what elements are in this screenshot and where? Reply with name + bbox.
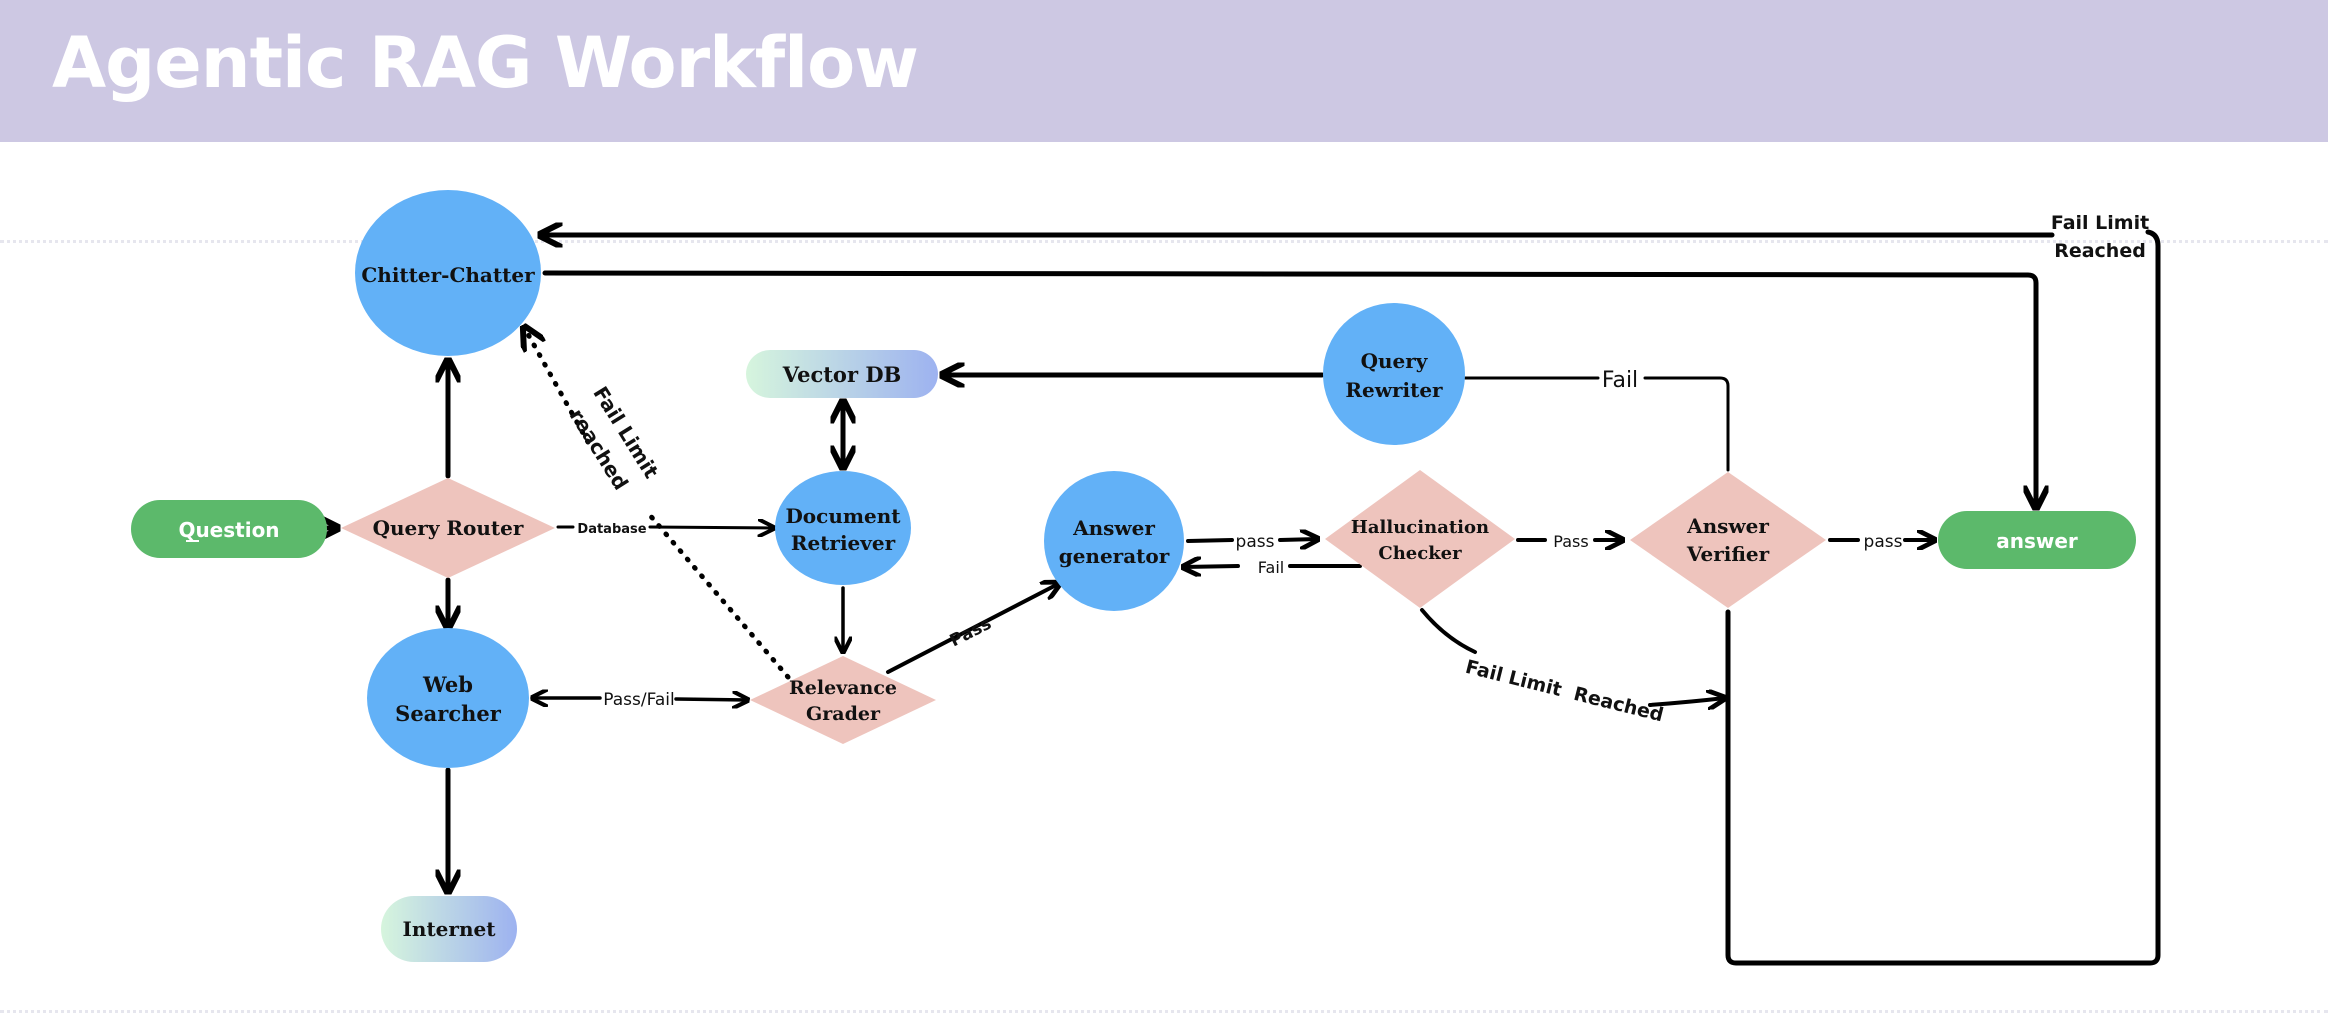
label-pass-grader-generator: Pass: [947, 614, 995, 652]
label-fail-limit-top-line1: Fail Limit: [2051, 212, 2149, 234]
answer-verifier-label-line1: Answer: [1686, 514, 1769, 538]
answer-verifier-node[interactable]: Answer Verifier: [1630, 472, 1826, 608]
internet-label: Internet: [403, 917, 497, 941]
label-fail-limit-top-line2: Reached: [2054, 240, 2146, 262]
query-router-node[interactable]: Query Router: [341, 478, 555, 578]
chitter-chatter-label: Chitter-Chatter: [361, 263, 535, 287]
internet-node[interactable]: Internet: [381, 896, 517, 962]
web-searcher-label-line1: Web: [422, 672, 473, 697]
vector-db-label: Vector DB: [782, 362, 902, 387]
edge-websearcher-grader: [532, 698, 748, 700]
label-pass-checker-verifier: Pass: [1553, 532, 1588, 551]
question-label: Question: [178, 518, 279, 542]
vector-db-node[interactable]: Vector DB: [746, 350, 938, 398]
web-searcher-node[interactable]: Web Searcher: [367, 628, 529, 768]
question-node[interactable]: Question: [131, 500, 327, 558]
relevance-grader-label-line1: Relevance: [789, 677, 897, 699]
document-retriever-label-line1: Document: [785, 504, 901, 528]
edge-generator-checker: [1186, 539, 1318, 541]
answer-generator-label-line1: Answer: [1072, 516, 1155, 540]
relevance-grader-label-line2: Grader: [806, 703, 881, 725]
edge-verifier-to-rewriter: [1463, 376, 1730, 472]
background-dotted-line: [0, 240, 2328, 243]
label-pass-verifier-answer: pass: [1864, 532, 1903, 552]
label-pass-generator-checker: pass: [1236, 532, 1275, 552]
title-banner: Agentic RAG Workflow: [0, 0, 2328, 142]
edge-loop-right-column: [1725, 229, 2161, 966]
answer-label: answer: [1996, 529, 2078, 553]
hallucination-checker-label-line1: Hallucination: [1351, 517, 1489, 538]
edge-chitter-to-answer: [542, 270, 2036, 511]
query-router-label: Query Router: [373, 516, 524, 540]
query-rewriter-label-line1: Query: [1361, 349, 1429, 373]
answer-verifier-label-line2: Verifier: [1686, 542, 1770, 566]
edge-checker-generator: [1183, 566, 1362, 567]
label-pass-fail: Pass/Fail: [603, 690, 674, 710]
edge-grader-generator: [886, 583, 1060, 674]
document-retriever-label-line2: Retriever: [791, 531, 896, 555]
query-rewriter-label-line2: Rewriter: [1345, 378, 1443, 402]
query-rewriter-node[interactable]: Query Rewriter: [1323, 303, 1465, 445]
relevance-grader-node[interactable]: Relevance Grader: [750, 656, 936, 744]
answer-generator-node[interactable]: Answer generator: [1044, 471, 1184, 611]
label-fail-verifier-rewriter: Fail: [1602, 368, 1638, 393]
page-title: Agentic RAG Workflow: [52, 22, 919, 104]
hallucination-checker-node[interactable]: Hallucination Checker: [1325, 470, 1515, 608]
chitter-chatter-node[interactable]: Chitter-Chatter: [355, 190, 541, 356]
label-database: Database: [577, 522, 646, 537]
hallucination-checker-label-line2: Checker: [1378, 543, 1462, 564]
document-retriever-node[interactable]: Document Retriever: [775, 471, 911, 585]
background-dotted-line: [0, 1010, 2328, 1013]
edge-checker-fail-limit: [1420, 608, 1725, 705]
edge-router-retriever: [556, 527, 774, 528]
web-searcher-label-line2: Searcher: [395, 701, 502, 726]
answer-generator-label-line2: generator: [1059, 544, 1170, 568]
answer-node[interactable]: answer: [1938, 511, 2136, 569]
label-fail-checker-generator: Fail: [1258, 558, 1284, 577]
edge-grader-fail-limit: [524, 327, 791, 680]
label-fail-limit-reached-checker: Fail Limit Reached: [1463, 656, 1665, 727]
